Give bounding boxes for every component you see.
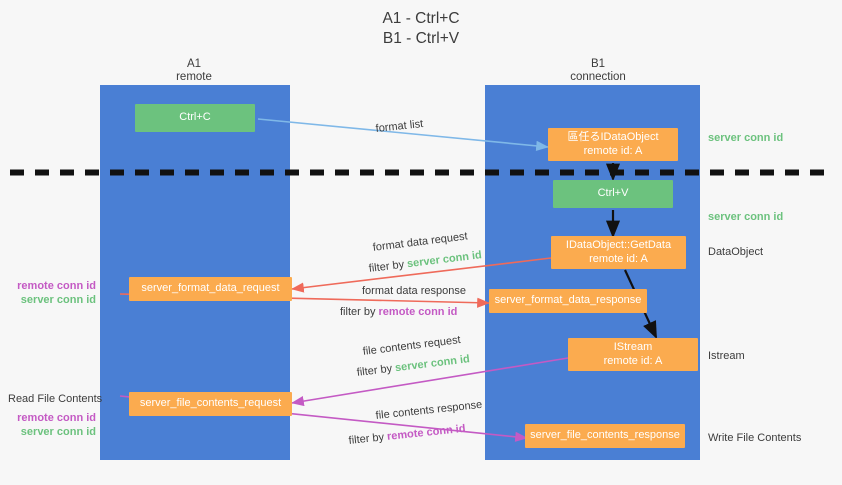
box-ctrl-c[interactable]: Ctrl+C [135, 104, 255, 132]
box-dataobject-create-line2: remote id: A [583, 144, 643, 157]
box-server-file-contents-request[interactable]: server_file_contents_request [129, 392, 292, 416]
lane-b1-name: B1 [590, 58, 606, 70]
label-file-contents-response: file contents response [375, 398, 483, 422]
annotation-server-conn-id-mid: server conn id [708, 211, 784, 223]
box-server-file-contents-response-label: server_file_contents_response [530, 429, 680, 442]
lane-header-a1: A1 remote [134, 58, 254, 84]
box-getdata-line2: remote id: A [589, 252, 648, 265]
lane-b1-sub: connection [570, 71, 626, 83]
diagram-title: A1 - Ctrl+C B1 - Ctrl+V [0, 9, 842, 49]
title-line-1: A1 - Ctrl+C [382, 10, 460, 27]
box-idataobject-getdata[interactable]: IDataObject::GetData remote id: A [551, 236, 686, 269]
box-istream-line2: remote id: A [603, 354, 663, 367]
label-format-list: format list [375, 118, 424, 135]
annotation-server-conn-id-left-bottom: server conn id [20, 426, 96, 438]
lane-a1-name: A1 [186, 58, 202, 70]
filter-by-text-4: filter by [348, 430, 388, 447]
box-ctrl-v[interactable]: Ctrl+V [553, 180, 673, 208]
annotation-istream: Istream [708, 350, 745, 362]
box-dataobject-create[interactable]: 區任るIDataObject remote id: A [548, 128, 678, 161]
label-format-data-response-filter: filter by remote conn id [340, 305, 457, 319]
filter-value-remote-conn-id-1: remote conn id [378, 306, 458, 318]
annotation-remote-conn-id-top: remote conn id [17, 280, 96, 292]
annotation-server-conn-id-top: server conn id [708, 132, 784, 144]
annotation-dataobject: DataObject [708, 246, 764, 258]
box-server-format-data-request[interactable]: server_format_data_request [129, 277, 292, 301]
filter-by-text-3: filter by [356, 362, 396, 379]
annotation-conn-id-pair-bottom: remote conn id server conn id [0, 411, 96, 439]
label-file-contents-response-filter: filter by remote conn id [348, 422, 466, 448]
filter-value-server-conn-id-2: server conn id [394, 353, 471, 375]
title-line-2: B1 - Ctrl+V [382, 30, 460, 47]
filter-value-server-conn-id-1: server conn id [406, 249, 483, 271]
box-server-file-contents-request-label: server_file_contents_request [139, 397, 282, 410]
box-server-file-contents-response[interactable]: server_file_contents_response [525, 424, 685, 448]
lane-a1-sub: remote [176, 71, 212, 83]
filter-value-remote-conn-id-2: remote conn id [386, 422, 467, 443]
box-server-format-data-response-label: server_format_data_response [494, 294, 642, 307]
box-getdata-line1: IDataObject::GetData [565, 239, 672, 251]
box-istream[interactable]: IStream remote id: A [568, 338, 698, 371]
box-istream-line1: IStream [613, 341, 653, 353]
box-server-format-data-request-label: server_format_data_request [141, 282, 280, 295]
box-ctrl-c-label: Ctrl+C [179, 111, 211, 124]
annotation-write-file-contents: Write File Contents [708, 432, 802, 444]
annotation-remote-conn-id-bottom: remote conn id [17, 412, 96, 424]
filter-by-text-1: filter by [368, 258, 408, 275]
annotation-conn-id-pair-top: remote conn id server conn id [0, 279, 96, 307]
annotation-server-conn-id-left-top: server conn id [20, 294, 96, 306]
box-ctrl-v-label: Ctrl+V [597, 187, 629, 200]
annotation-read-file-contents: Read File Contents [8, 393, 103, 405]
lane-header-b1: B1 connection [533, 58, 663, 84]
filter-by-text-2: filter by [340, 306, 379, 318]
box-server-format-data-response[interactable]: server_format_data_response [489, 289, 647, 313]
label-format-data-response: format data response [362, 285, 466, 297]
box-dataobject-create-line1: 區任るIDataObject [567, 131, 659, 143]
